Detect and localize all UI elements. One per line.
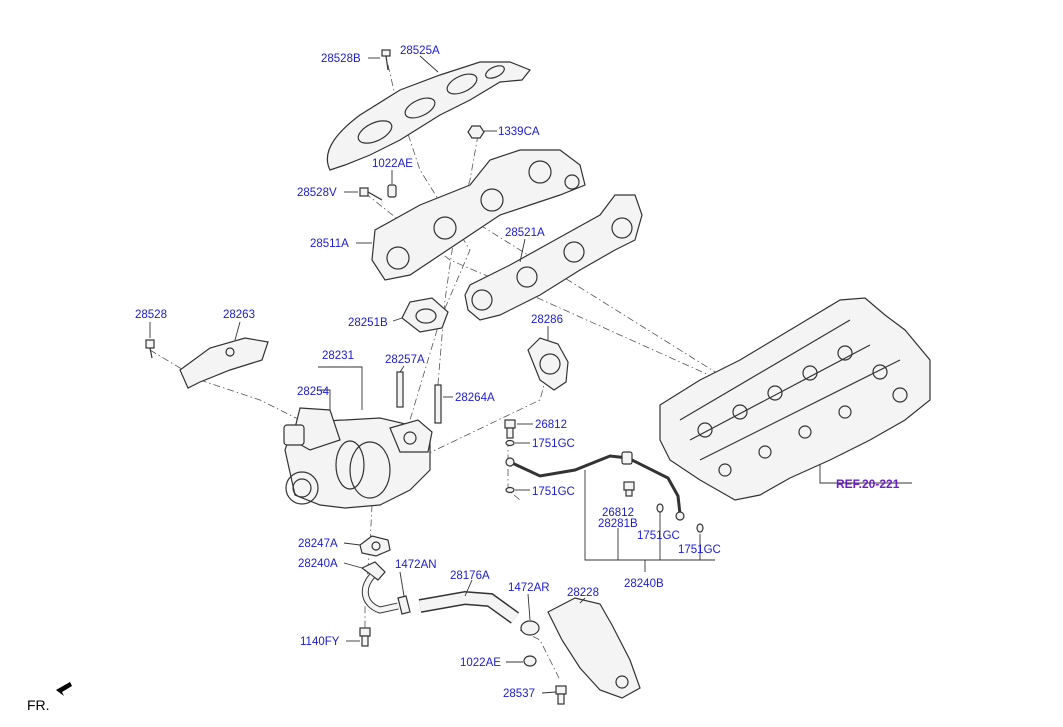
clamp-1472AR[interactable]: [520, 620, 540, 636]
label-28254[interactable]: 28254: [297, 386, 330, 398]
front-arrow-icon: [56, 682, 72, 696]
bolt-28528V[interactable]: [359, 187, 383, 201]
nut-1022AE-top[interactable]: [387, 184, 397, 198]
label-28521A[interactable]: 28521A: [505, 227, 545, 239]
oil-feed-pipe[interactable]: [505, 451, 685, 521]
nut-1339CA[interactable]: [467, 125, 485, 139]
washer-1751GC-d[interactable]: [696, 523, 704, 533]
label-1472AR[interactable]: 1472AR: [508, 582, 550, 594]
leader-lines: [149, 55, 912, 694]
bolt-28528[interactable]: [145, 339, 155, 359]
label-1339CA[interactable]: 1339CA: [498, 126, 540, 138]
label-28528B[interactable]: 28528B: [321, 53, 361, 65]
manifold-gasket[interactable]: [464, 194, 643, 321]
exhaust-manifold[interactable]: [371, 149, 586, 281]
label-28263[interactable]: 28263: [223, 309, 255, 321]
gasket-28251B[interactable]: [401, 297, 449, 333]
label-1022AE-bottom[interactable]: 1022AE: [460, 657, 501, 669]
label-1751GC-a[interactable]: 1751GC: [532, 438, 575, 450]
cylinder-head-assembly[interactable]: [659, 297, 931, 501]
label-28228[interactable]: 28228: [567, 587, 599, 599]
oil-return-pipe-28240A[interactable]: [360, 561, 399, 614]
label-28240A[interactable]: 28240A: [298, 558, 338, 570]
label-1751GC-d[interactable]: 1751GC: [678, 544, 721, 556]
clamp-1472AN[interactable]: [397, 595, 411, 615]
label-28286[interactable]: 28286: [531, 314, 563, 326]
label-1022AE-top[interactable]: 1022AE: [372, 158, 413, 170]
bolt-1140FY[interactable]: [359, 627, 371, 647]
label-28251B[interactable]: 28251B: [348, 317, 388, 329]
bracket-28228[interactable]: [547, 597, 641, 699]
part-labels: 28528B 28525A 1339CA 1022AE 28528V 28511…: [135, 45, 721, 700]
washer-1751GC-c[interactable]: [656, 503, 664, 513]
label-28281B[interactable]: 28281B: [598, 518, 638, 530]
turbocharger[interactable]: [283, 407, 433, 509]
label-28247A[interactable]: 28247A: [298, 538, 338, 550]
bolt-26812-top[interactable]: [504, 419, 516, 439]
bolt-28528B[interactable]: [381, 49, 391, 71]
label-28537[interactable]: 28537: [503, 688, 535, 700]
washer-1751GC-b[interactable]: [505, 486, 515, 494]
label-28528[interactable]: 28528: [135, 309, 167, 321]
stud-28257A[interactable]: [396, 371, 404, 408]
heat-shield-upper[interactable]: [326, 61, 531, 171]
label-28257A[interactable]: 28257A: [385, 354, 425, 366]
bolt-26812-bottom[interactable]: [623, 481, 635, 497]
gasket-28286[interactable]: [527, 337, 569, 391]
label-1751GC-b[interactable]: 1751GC: [532, 486, 575, 498]
label-28528V[interactable]: 28528V: [297, 187, 337, 199]
label-26812-bottom[interactable]: 26812: [602, 507, 634, 519]
label-1472AN[interactable]: 1472AN: [395, 559, 437, 571]
label-28511A[interactable]: 28511A: [310, 238, 349, 250]
label-28231[interactable]: 28231: [322, 350, 354, 362]
label-1751GC-c[interactable]: 1751GC: [637, 530, 680, 542]
ref-label[interactable]: REF.20-221: [836, 477, 900, 491]
washer-1751GC-a[interactable]: [505, 439, 515, 447]
label-28264A[interactable]: 28264A: [455, 392, 495, 404]
label-28525A[interactable]: 28525A: [400, 45, 440, 57]
hose-28176A[interactable]: [418, 590, 520, 624]
gasket-28247A[interactable]: [359, 535, 391, 557]
label-26812-top[interactable]: 26812: [535, 419, 567, 431]
nut-1022AE-bottom[interactable]: [523, 655, 537, 667]
turbo-heat-shield[interactable]: [179, 337, 269, 389]
label-28176A[interactable]: 28176A: [450, 570, 490, 582]
front-direction-label: FR.: [27, 697, 50, 713]
stud-28264A[interactable]: [434, 384, 442, 424]
label-1140FY[interactable]: 1140FY: [300, 636, 340, 648]
bolt-28537[interactable]: [555, 685, 567, 705]
label-28240B[interactable]: 28240B: [624, 578, 664, 590]
